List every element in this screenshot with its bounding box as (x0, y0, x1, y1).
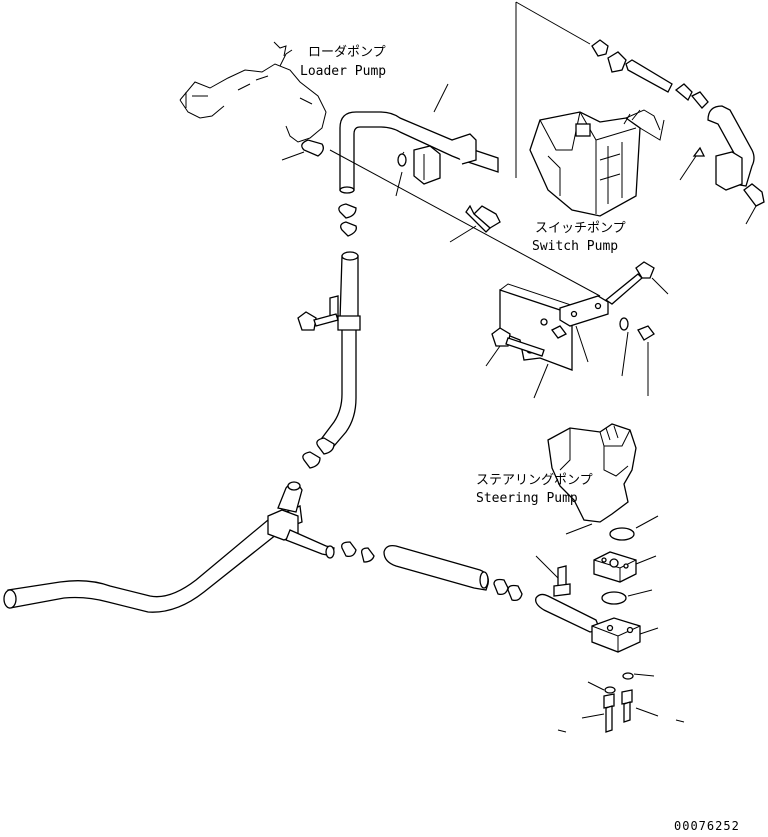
hose-clamps-right (493, 578, 523, 602)
switch-pump-jp-label: スイッチポンプ (535, 221, 626, 236)
drawing-number: 00076252 (674, 819, 740, 833)
suction-tube-vertical (321, 251, 361, 447)
bolt (603, 693, 615, 733)
stay-bracket (559, 295, 609, 363)
steering-pump (547, 423, 637, 523)
washer (622, 672, 634, 680)
o-ring (397, 153, 407, 167)
switch-pump-en-label: Switch Pump (532, 239, 618, 254)
bolt (485, 327, 545, 367)
leader-line (635, 515, 659, 529)
leader-line (627, 589, 653, 597)
washer (604, 686, 616, 694)
steering-pump-en-label: Steering Pump (476, 491, 578, 506)
leader-line (621, 331, 649, 396)
o-ring (601, 591, 627, 605)
washer (619, 317, 629, 331)
bolt (535, 555, 571, 597)
loader-pump (179, 41, 327, 143)
hose-clamps-lower (341, 541, 375, 563)
hose-clamp (281, 139, 324, 161)
nut (637, 325, 655, 341)
loader-pump-jp-label: ローダポンプ (308, 45, 386, 60)
bolt (449, 204, 501, 243)
clamp-top (338, 203, 357, 237)
connection-line (329, 149, 601, 297)
steering-tube-flange (535, 593, 659, 653)
bolt (604, 261, 669, 305)
boundary-line (515, 1, 591, 45)
o-ring (609, 527, 635, 541)
tube-fitting-set (591, 39, 765, 225)
steering-hose (383, 544, 489, 591)
return-tube-upper (339, 111, 499, 194)
leader-line (433, 83, 449, 113)
switch-pump (529, 109, 665, 217)
leader-line (565, 523, 593, 535)
bolt (297, 311, 339, 331)
steering-pump-jp-label: ステアリングポンプ (476, 473, 593, 488)
hose-clamps-mid (302, 437, 335, 469)
main-suction-tube (3, 481, 335, 613)
flange-block (593, 551, 657, 583)
bolt (621, 689, 633, 723)
loader-pump-en-label: Loader Pump (300, 64, 386, 79)
leader-line (587, 673, 655, 691)
leader-line (557, 707, 685, 733)
